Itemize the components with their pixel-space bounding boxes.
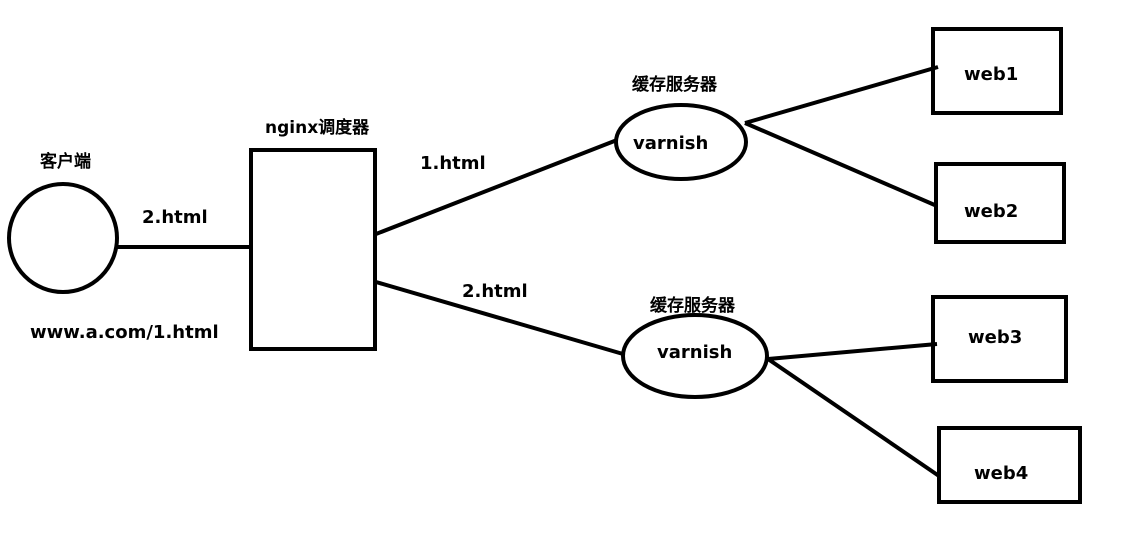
- cache-bottom-node: [621, 313, 769, 399]
- cache-bottom-name: varnish: [657, 342, 732, 363]
- client-label: 客户端: [39, 151, 91, 172]
- cache-top-name: varnish: [633, 133, 708, 154]
- cache-bottom-to-web3-line: [767, 342, 938, 361]
- client-url-label: www.a.com/1.html: [30, 322, 219, 343]
- connectors: [116, 65, 941, 478]
- cache-top-to-web1-line: [744, 65, 939, 125]
- cache-bottom-title: 缓存服务器: [650, 295, 736, 316]
- web2-label: web2: [964, 201, 1018, 222]
- nginx-scheduler-node: [249, 148, 377, 351]
- cache-top-title: 缓存服务器: [632, 74, 718, 95]
- client-link-label: 2.html: [142, 207, 208, 228]
- nginx-to-cache-bottom-line: [375, 280, 624, 356]
- cache-bottom-to-web4-line: [766, 357, 941, 478]
- client-node: [7, 182, 119, 294]
- web2-node: [934, 162, 1066, 244]
- nginx-to-cache-top-line: [375, 138, 618, 236]
- web4-node: [937, 426, 1082, 504]
- link-label-top: 1.html: [420, 153, 486, 174]
- cache-top-to-web2-line: [744, 121, 938, 208]
- link-label-bottom: 2.html: [462, 281, 528, 302]
- web4-label: web4: [974, 463, 1028, 484]
- nginx-scheduler-label: nginx调度器: [265, 117, 370, 138]
- web3-node: [931, 295, 1068, 383]
- web3-label: web3: [968, 327, 1022, 348]
- web1-label: web1: [964, 64, 1018, 85]
- cache-top-node: [614, 103, 748, 181]
- web1-node: [931, 27, 1063, 115]
